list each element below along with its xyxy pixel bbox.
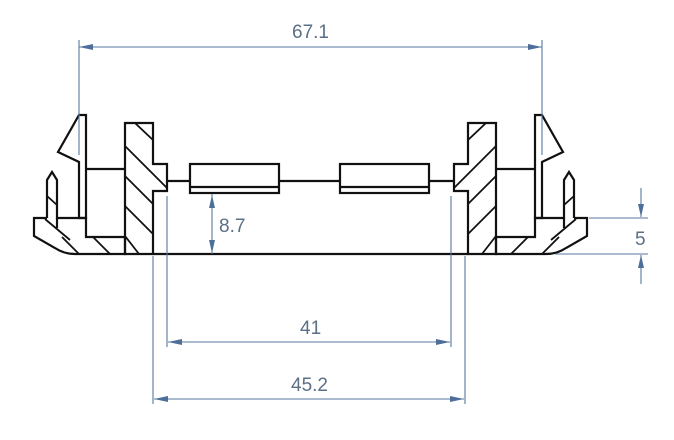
- dimension-label-inner-height: 8.7: [219, 216, 245, 237]
- dimension-label-inner-span: 41: [300, 318, 321, 339]
- left-profile: [32, 113, 169, 256]
- dimension-inner-span: 41: [166, 196, 452, 347]
- dimension-lip-height: 5: [555, 188, 648, 284]
- dimension-label-overall-width: 67.1: [292, 22, 329, 43]
- right-profile: [452, 113, 589, 256]
- center-section: [153, 162, 468, 256]
- dimension-inner-height: 8.7: [209, 194, 245, 254]
- dimension-outer-span: 45.2: [152, 256, 466, 404]
- dimension-overall-width: 67.1: [78, 22, 543, 155]
- dimension-label-outer-span: 45.2: [291, 375, 328, 396]
- dimension-label-lip-height: 5: [635, 229, 646, 250]
